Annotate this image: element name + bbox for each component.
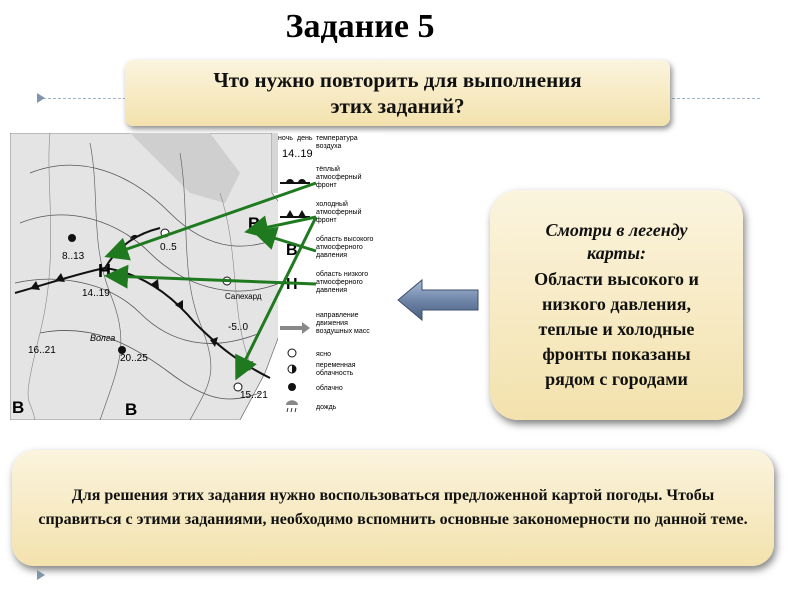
temp-label-1: 8..13 bbox=[62, 251, 85, 262]
weather-map: Н В В Н В В 8..13 14..19 0..5 -5..0 16..… bbox=[10, 133, 385, 420]
hint-body-line: низкого давления, bbox=[541, 293, 691, 314]
high-pressure-symbol-4: В bbox=[125, 400, 137, 419]
legend-temp-sample: 14..19 bbox=[282, 148, 313, 160]
legend-hint-box: Смотри в легенду карты: Области высокого… bbox=[490, 190, 743, 420]
city-salekhard: Салехард bbox=[225, 292, 262, 301]
legend-dir-2: движения bbox=[316, 320, 348, 327]
instruction-text: Для решения этих задания нужно воспользо… bbox=[38, 487, 748, 528]
hint-body: Области высокого и низкого давления, теп… bbox=[534, 267, 699, 392]
legend-warm-3: фронт bbox=[316, 182, 337, 189]
legend-rain-icon bbox=[286, 400, 298, 405]
low-pressure-symbol-1: Н bbox=[98, 261, 111, 281]
legend-cold-3: фронт bbox=[316, 217, 337, 224]
left-arrow-icon bbox=[397, 278, 479, 322]
legend-night: ночь bbox=[278, 135, 293, 142]
legend-high-3: давления bbox=[316, 252, 347, 259]
slide-marker-icon bbox=[37, 570, 45, 580]
temp-label-4: -5..0 bbox=[228, 322, 248, 333]
legend-dir-3: воздушных масс bbox=[316, 328, 370, 335]
hint-body-line: рядом с городами bbox=[545, 368, 688, 389]
hint-body-line: фронты показаны bbox=[542, 343, 691, 364]
high-pressure-symbol-3: В bbox=[12, 398, 24, 417]
hint-line-1: Смотри в легенду bbox=[545, 219, 688, 240]
hint-body-line: теплые и холодные bbox=[538, 318, 695, 339]
instruction-box: Для решения этих задания нужно воспользо… bbox=[12, 450, 774, 566]
temp-label-3: 0..5 bbox=[160, 242, 177, 253]
hint-body-line: Области высокого и bbox=[534, 268, 699, 289]
slide-title: Задание 5 bbox=[285, 8, 435, 45]
temp-label-7: 15..21 bbox=[240, 390, 268, 401]
legend-warm-2: атмосферный bbox=[316, 173, 362, 181]
legend-cold-1: холодный bbox=[316, 200, 348, 208]
legend-cold-2: атмосферный bbox=[316, 208, 362, 216]
river-volga: Волга bbox=[90, 333, 115, 343]
question-box: Что нужно повторить для выполнения этих … bbox=[125, 60, 670, 126]
legend-low-3: давления bbox=[316, 287, 347, 294]
legend-clear-icon bbox=[287, 348, 297, 358]
legend-high-1: область высокого bbox=[316, 235, 374, 243]
question-line-2: этих заданий? bbox=[330, 94, 465, 118]
clear-icon bbox=[233, 382, 243, 392]
temp-label-5: 16..21 bbox=[28, 345, 56, 356]
legend-cloudy: облачно bbox=[316, 384, 343, 392]
pointer-arrows bbox=[104, 181, 318, 381]
legend-low-1: область низкого bbox=[316, 270, 368, 278]
legend-air: воздуха bbox=[316, 143, 342, 150]
legend-day: день bbox=[297, 135, 313, 142]
legend-high-symbol: В bbox=[286, 242, 298, 259]
air-direction-icon bbox=[280, 322, 310, 334]
legend-high-2: атмосферного bbox=[316, 244, 363, 251]
legend-low-2: атмосферного bbox=[316, 279, 363, 286]
cloudy-icon bbox=[68, 234, 76, 242]
cloudy-icon bbox=[118, 346, 126, 354]
legend-rain: дождь bbox=[316, 404, 337, 411]
legend-cloudy-icon bbox=[288, 383, 296, 391]
legend-clear: ясно bbox=[316, 351, 331, 358]
legend-variable-1: переменная bbox=[316, 362, 356, 369]
temp-label-6: 20..25 bbox=[120, 353, 148, 364]
slide-marker-icon bbox=[37, 93, 45, 103]
temp-label-2: 14..19 bbox=[82, 288, 110, 299]
legend-temp: температура bbox=[316, 135, 358, 142]
legend-warm-1: тёплый bbox=[316, 165, 340, 173]
hint-line-2: карты: bbox=[587, 242, 646, 263]
question-line-1: Что нужно повторить для выполнения bbox=[213, 68, 582, 92]
legend-dir-1: направление bbox=[316, 312, 359, 319]
map-legend: ночь день температура воздуха 14..19 тёп… bbox=[278, 133, 385, 420]
legend-variable-2: облачность bbox=[316, 369, 354, 377]
